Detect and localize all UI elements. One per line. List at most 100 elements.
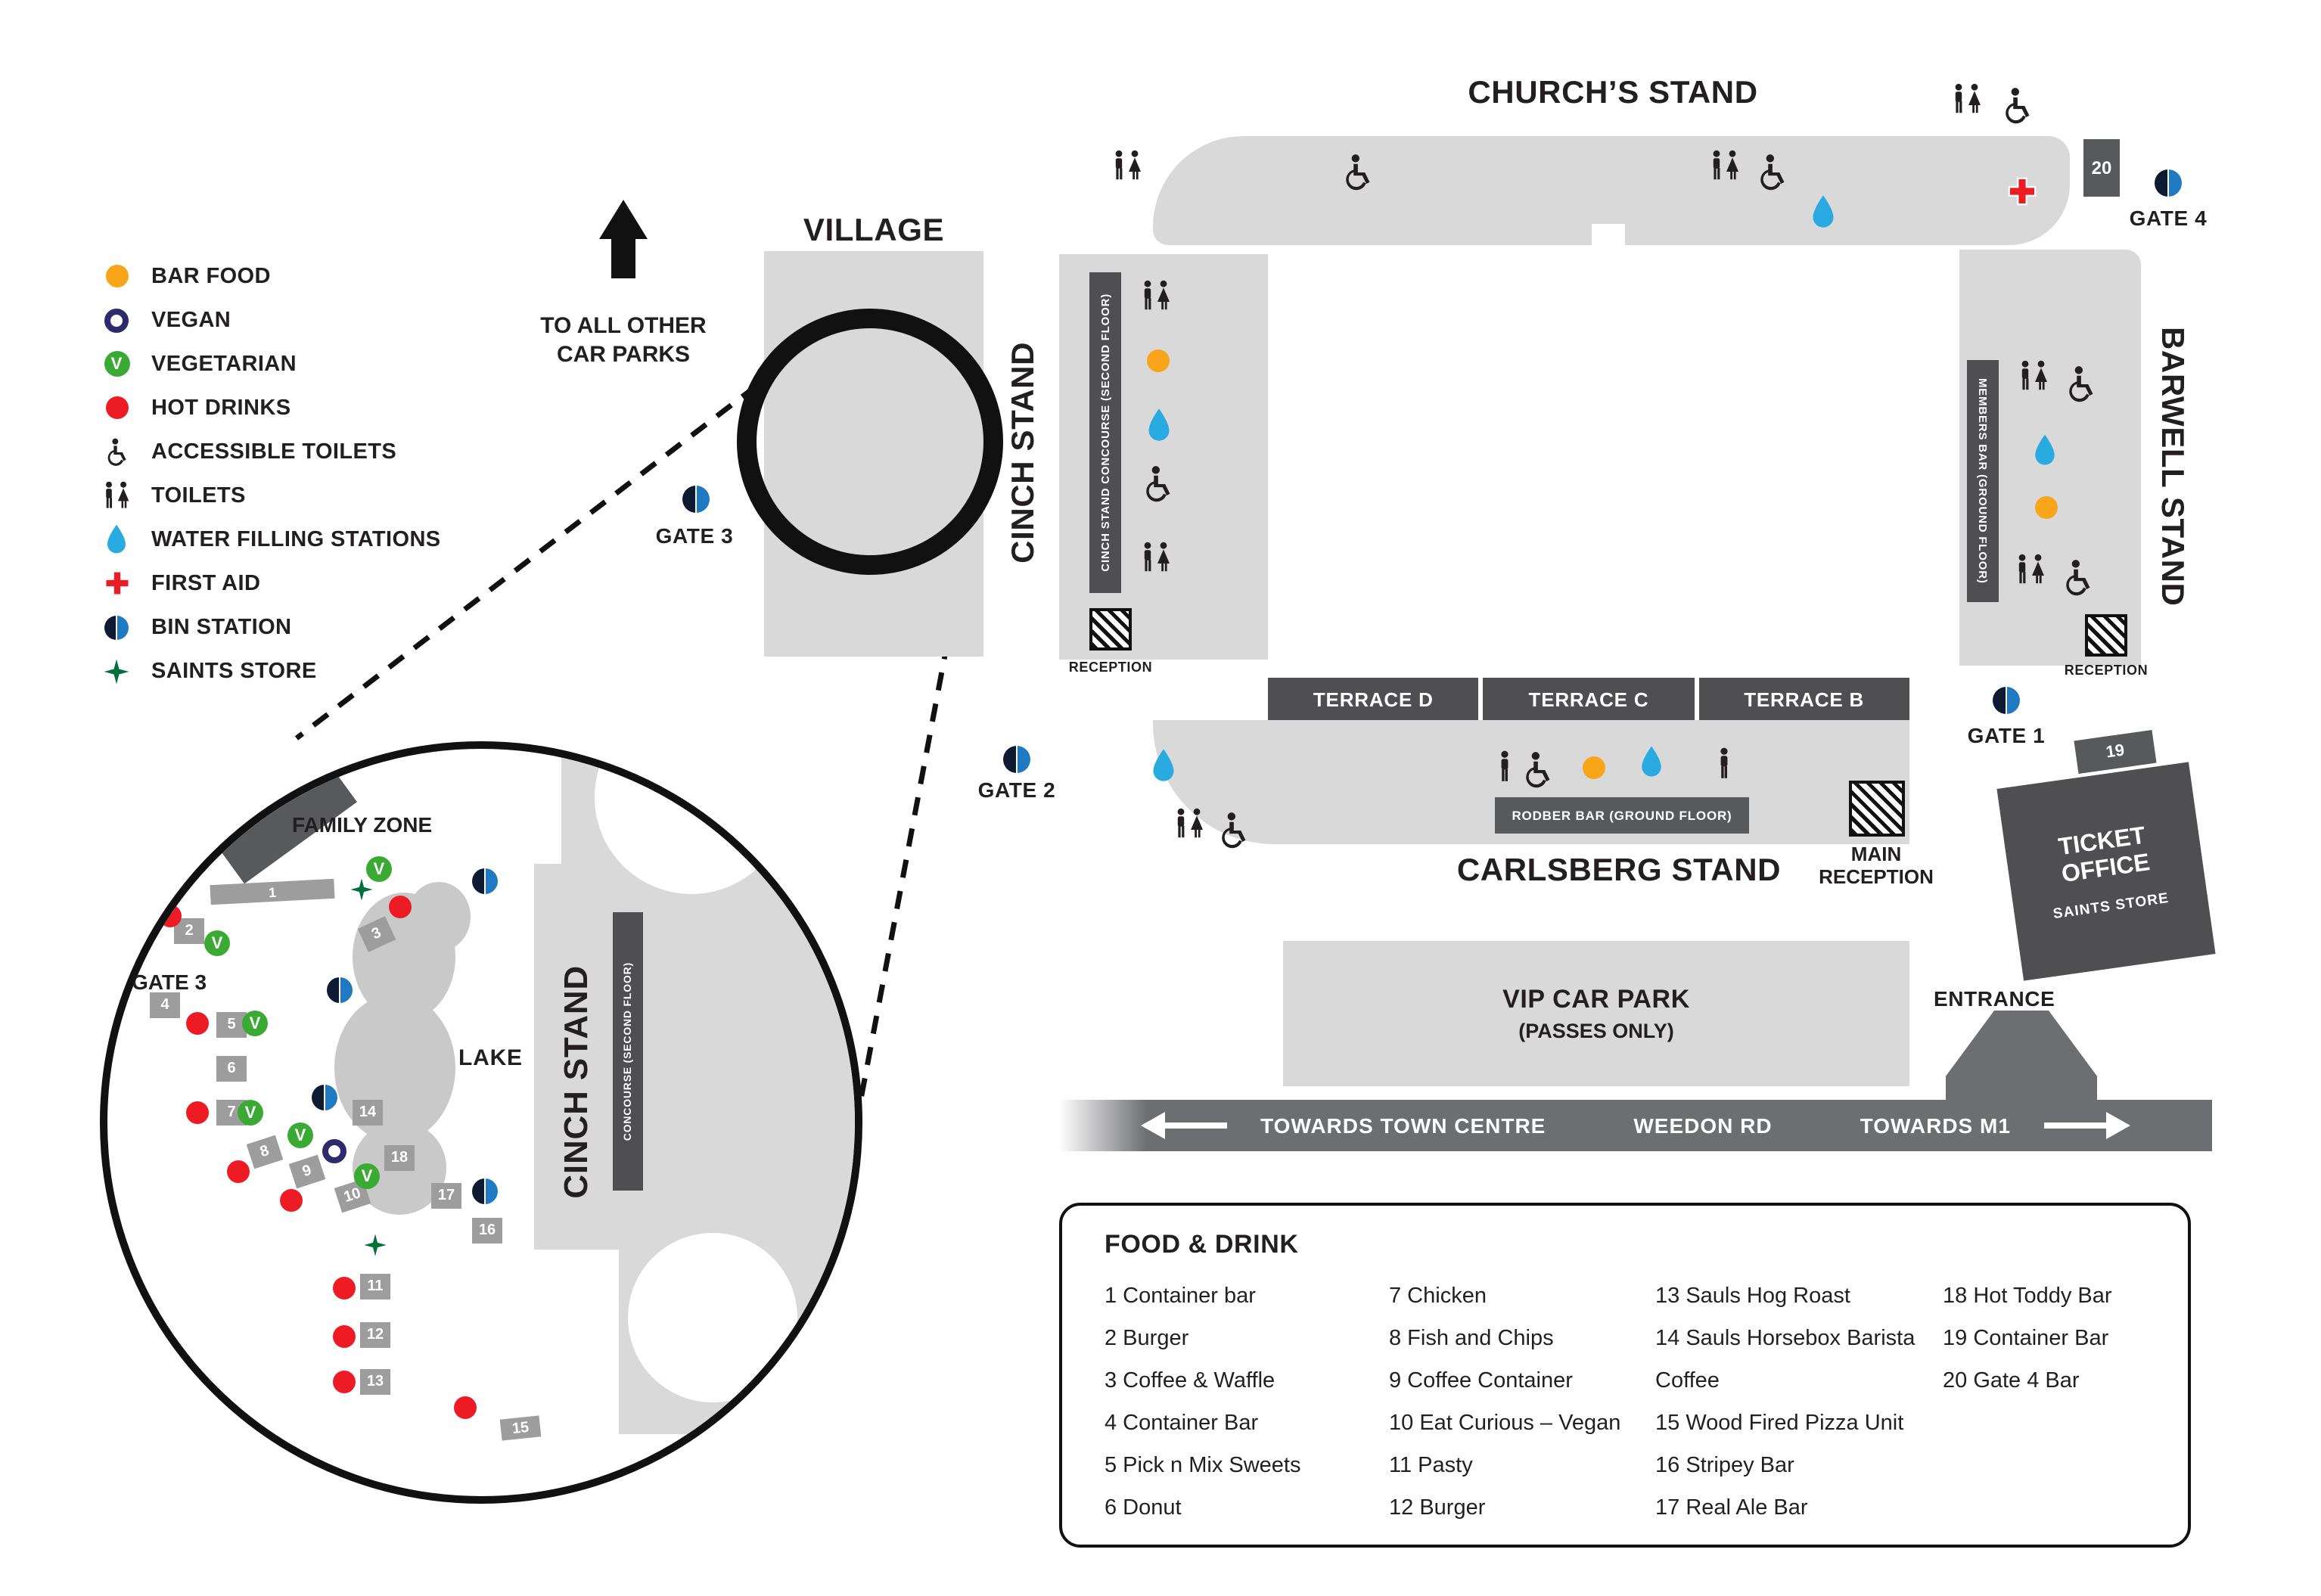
hot-drinks-icon [333, 1325, 356, 1348]
legend-item-vegan: VEGAN [97, 298, 441, 342]
food-drink-col1: 1 Container bar 2 Burger 3 Coffee & Waff… [1105, 1275, 1301, 1529]
food-item: 10 Eat Curious – Vegan [1389, 1411, 1621, 1436]
toilets-icon [1115, 150, 1141, 180]
vegetarian-icon: V [104, 351, 129, 377]
churchs-stand-title: CHURCH’S STAND [1468, 76, 1758, 110]
bar-food-icon [105, 265, 128, 287]
legend-item-hot-drinks: HOT DRINKS [97, 386, 441, 430]
food-item: 14 Sauls Horsebox Barista [1655, 1327, 1916, 1351]
lake-blob [407, 882, 471, 952]
concourse-bar: CONCOURSE (SECOND FLOOR) [613, 912, 643, 1191]
vip-line2: (PASSES ONLY) [1518, 1020, 1674, 1042]
legend: BAR FOOD VEGAN V VEGETARIAN HOT DRINKS A… [97, 254, 441, 693]
hot-drinks-icon [186, 1012, 209, 1035]
carlsberg-stand-title: CARLSBERG STAND [1456, 853, 1782, 888]
water-drop-icon [107, 524, 126, 554]
legend-item-accessible-toilets: ACCESSIBLE TOILETS [97, 430, 441, 474]
car-parks-caption-line1: TO ALL OTHER [540, 313, 707, 339]
wheelchair-icon [1222, 812, 1246, 849]
hot-drinks-icon [159, 905, 182, 927]
food-item: 16 Stripey Bar [1655, 1454, 1794, 1478]
terrace-c: TERRACE C [1483, 678, 1695, 720]
bin-station-icon [1993, 687, 2020, 714]
cinch-concourse-label: CINCH STAND CONCOURSE (SECOND FLOOR) [1098, 293, 1112, 572]
legend-label: VEGETARIAN [151, 352, 297, 376]
terrace-b: TERRACE B [1698, 678, 1909, 720]
stall-5: 5 [216, 1012, 247, 1038]
wheelchair-icon [2006, 88, 2030, 124]
vip-line1: VIP CAR PARK [1502, 985, 1690, 1014]
wheelchair-icon [107, 437, 126, 465]
toilets-icon [1955, 83, 1981, 113]
bar-food-icon [1583, 756, 1605, 779]
food-item: 9 Coffee Container [1389, 1369, 1573, 1393]
vip-car-park: VIP CAR PARK (PASSES ONLY) [1283, 941, 1909, 1086]
wheelchair-icon [2066, 560, 2090, 596]
toilets-icon [106, 480, 129, 508]
bar-food-icon [2035, 496, 2058, 519]
members-bar-label: MEMBERS BAR (GROUND FLOOR) [1976, 378, 1990, 584]
bin-station-icon [472, 868, 498, 894]
main-reception-label: MAIN RECEPTION [1804, 843, 1949, 888]
legend-label: BAR FOOD [151, 264, 271, 288]
food-item: 11 Pasty [1389, 1454, 1473, 1478]
legend-label: WATER FILLING STATIONS [151, 527, 441, 551]
legend-label: SAINTS STORE [151, 659, 317, 683]
stall-8: 8 [246, 1135, 284, 1169]
wheelchair-icon [1346, 154, 1370, 191]
food-item: 3 Coffee & Waffle [1105, 1369, 1275, 1393]
cinch-stand-detail-title-wrap: CINCH STAND [543, 927, 610, 1237]
food-item: 15 Wood Fired Pizza Unit [1655, 1411, 1904, 1436]
main-reception-marker [1849, 781, 1905, 837]
reception-label: RECEPTION [2064, 663, 2149, 678]
saints-store-icon [364, 1234, 387, 1256]
toilets-icon [1177, 808, 1203, 838]
food-drink-title: FOOD & DRINK [1105, 1230, 1299, 1259]
family-zone-label: FAMILY ZONE [292, 812, 433, 837]
terrace-d: TERRACE D [1268, 678, 1479, 720]
entrance-label: ENTRANCE [1934, 986, 2055, 1011]
stand-arc-cutout [628, 1233, 797, 1402]
village-title: VILLAGE [803, 213, 945, 248]
legend-item-water: WATER FILLING STATIONS [97, 517, 441, 561]
vegetarian-icon: V [204, 930, 230, 956]
stand-notch [1592, 224, 1625, 245]
hot-drinks-icon [186, 1101, 209, 1124]
arrow-right-icon [2043, 1112, 2130, 1139]
stall-13: 13 [360, 1369, 390, 1395]
stall-1: 1 [210, 878, 335, 905]
legend-label: FIRST AID [151, 571, 261, 595]
vegetarian-icon: V [242, 1011, 268, 1036]
toilets-icon [2018, 554, 2044, 584]
food-item: 1 Container bar [1105, 1284, 1256, 1309]
legend-item-saints-store: SAINTS STORE [97, 649, 441, 693]
cinch-concourse-bar: CINCH STAND CONCOURSE (SECOND FLOOR) [1089, 272, 1121, 593]
vegetarian-icon: V [287, 1122, 313, 1148]
barwell-stand-title-wrap: BARWELL STAND [2145, 315, 2197, 617]
reception-label: RECEPTION [1068, 660, 1153, 675]
vegetarian-icon: V [354, 1163, 380, 1189]
hot-drinks-icon [227, 1160, 250, 1183]
stall-16: 16 [472, 1218, 502, 1244]
stall-17: 17 [431, 1183, 461, 1209]
bar-food-icon [1147, 349, 1170, 372]
hot-drinks-icon [389, 896, 412, 918]
main-reception-line1: MAIN [1850, 843, 1902, 865]
reception-marker [1089, 608, 1132, 651]
gate-2-label: GATE 2 [977, 778, 1056, 802]
wheelchair-icon [1146, 466, 1170, 502]
bin-station-icon [312, 1085, 337, 1110]
hot-drinks-icon [333, 1371, 356, 1393]
hot-drinks-icon [333, 1277, 356, 1299]
cinch-stand-title-wrap: CINCH STAND [996, 336, 1053, 570]
toilets-icon [1144, 542, 1170, 572]
ticket-office: TICKET OFFICE SAINTS STORE [1996, 762, 2216, 981]
legend-item-vegetarian: V VEGETARIAN [97, 342, 441, 386]
stall-11: 11 [360, 1274, 390, 1299]
hot-drinks-icon [105, 396, 128, 419]
bin-station-icon [2155, 169, 2182, 197]
food-item: 19 Container Bar [1943, 1327, 2109, 1351]
water-drop-icon [1153, 749, 1174, 781]
food-item: 20 Gate 4 Bar [1943, 1369, 2080, 1393]
food-item: Coffee [1655, 1369, 1720, 1393]
